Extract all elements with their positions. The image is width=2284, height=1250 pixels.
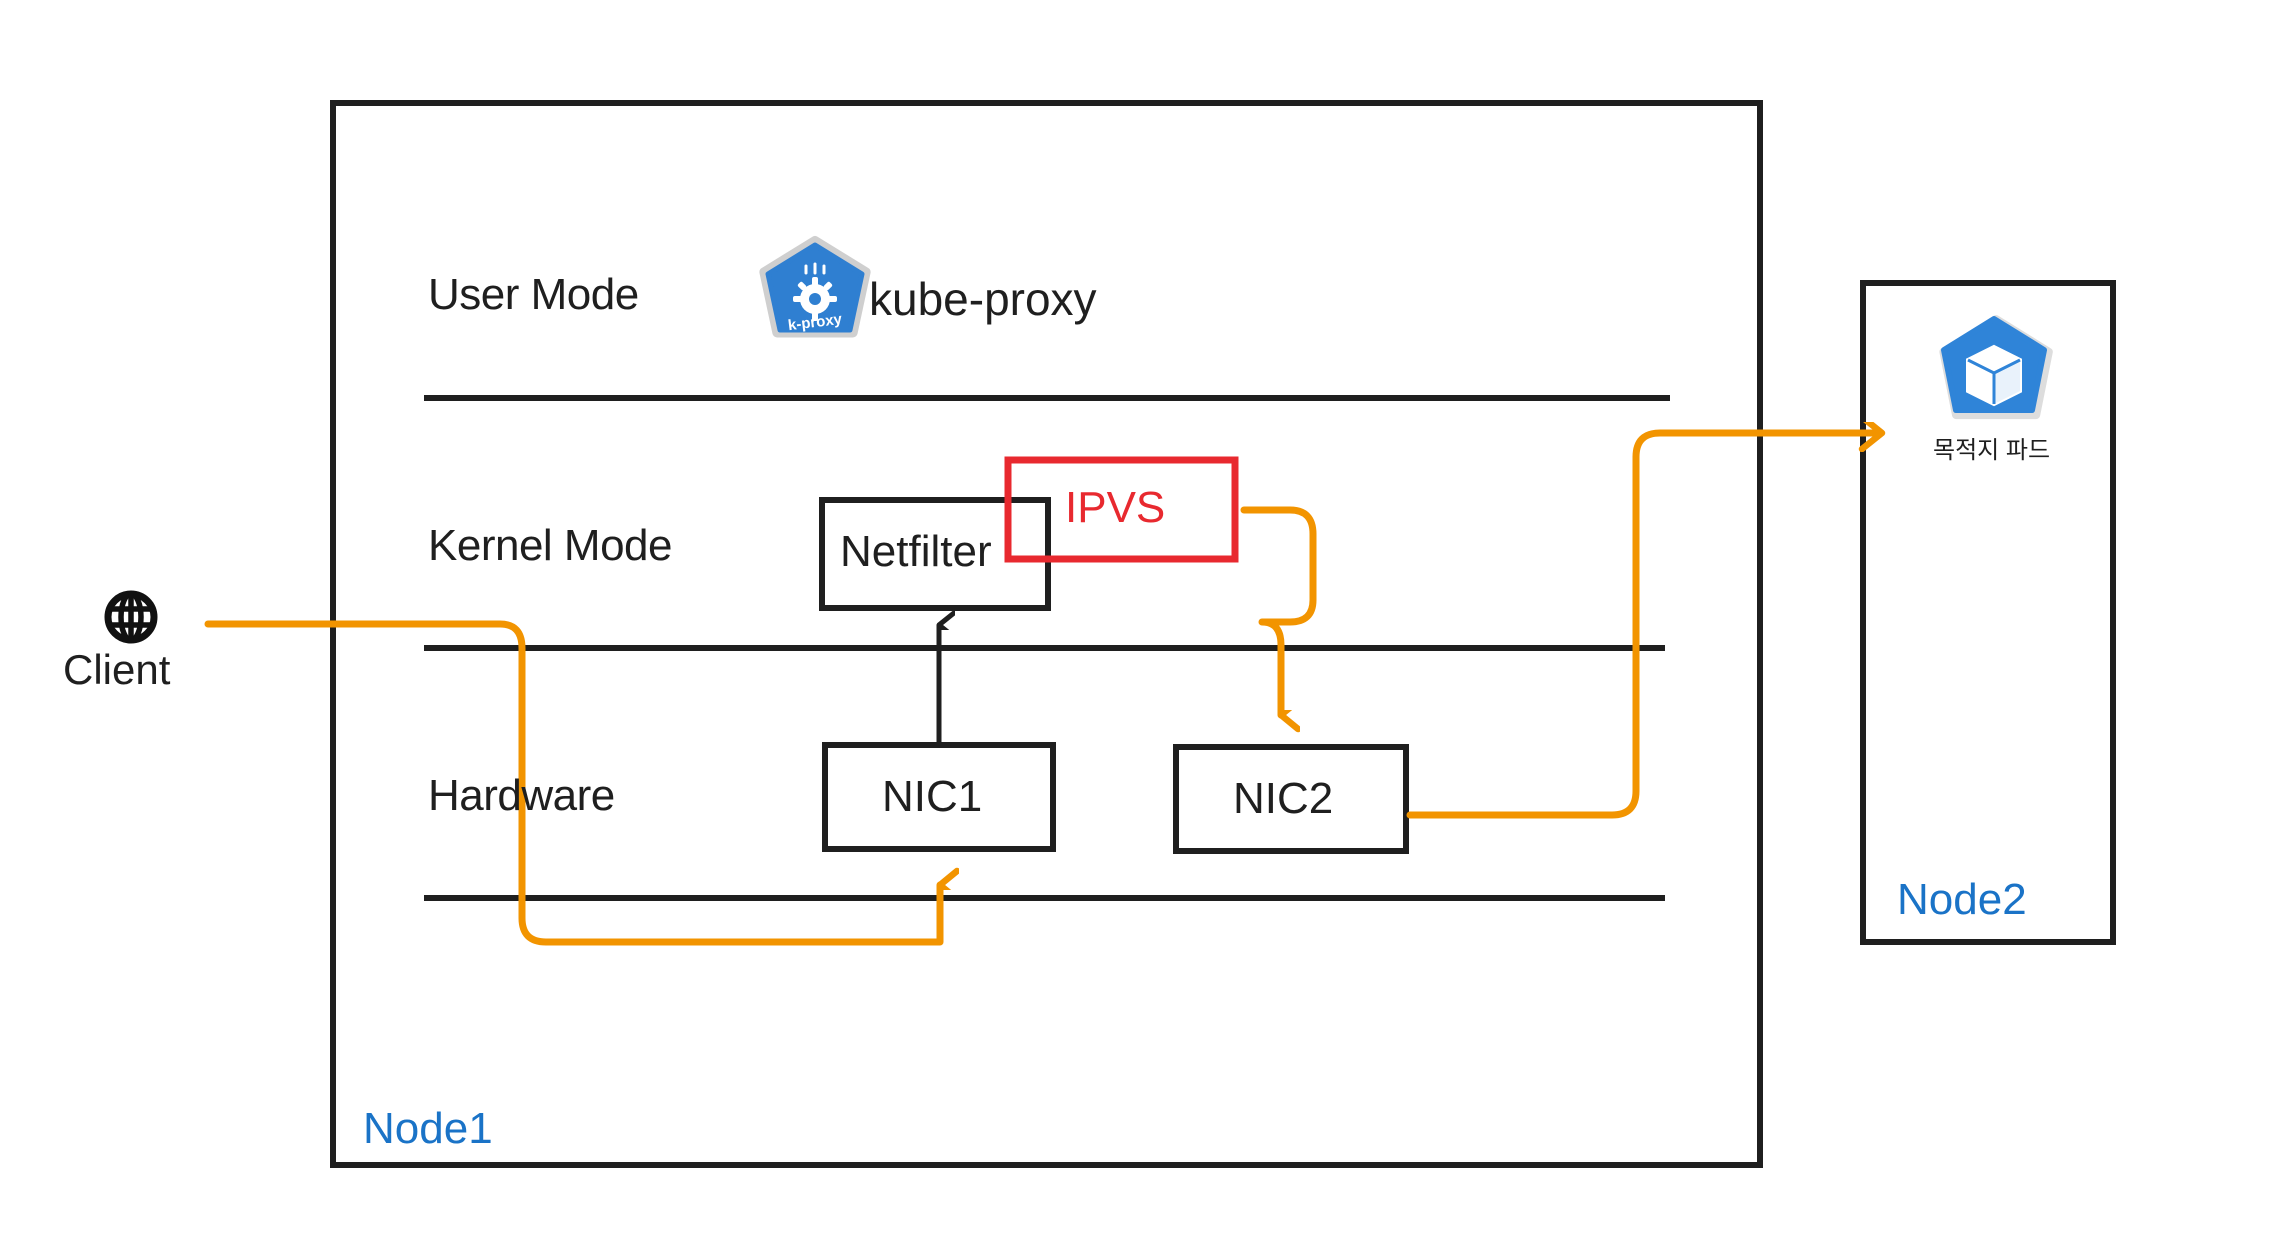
layer-label-kernel-mode: Kernel Mode — [428, 521, 672, 570]
nic1-box[interactable] — [822, 742, 1056, 852]
nic2-label: NIC2 — [1233, 774, 1334, 823]
ipvs-box[interactable] — [1004, 456, 1239, 563]
node2-container — [1860, 280, 2116, 945]
client-label: Client — [63, 646, 171, 693]
node1-label: Node1 — [363, 1104, 493, 1153]
flow-ipvs-to-nic2 — [1240, 506, 1317, 715]
layer-label-hardware: Hardware — [428, 771, 615, 820]
nic1-label: NIC1 — [882, 772, 983, 821]
netfilter-label: Netfilter — [840, 527, 992, 576]
svg-text:k-proxy: k-proxy — [787, 311, 844, 335]
destination-pod-label: 목적지 파드 — [1933, 437, 2051, 464]
node1-container — [330, 100, 1763, 1168]
kubernetes-pod-icon — [1939, 315, 2053, 420]
nic2-box[interactable] — [1173, 744, 1409, 854]
ipvs-label: IPVS — [1065, 483, 1166, 532]
kube-proxy-label: kube-proxy — [869, 273, 1097, 325]
kubernetes-kube-proxy-icon: k-proxy — [759, 235, 871, 338]
flow-client-to-nic1 — [204, 620, 940, 946]
globe-icon — [104, 590, 158, 644]
node2-label: Node2 — [1897, 875, 2027, 924]
layer-label-user-mode: User Mode — [428, 270, 639, 319]
flow-nic2-to-pod — [1406, 433, 1880, 819]
